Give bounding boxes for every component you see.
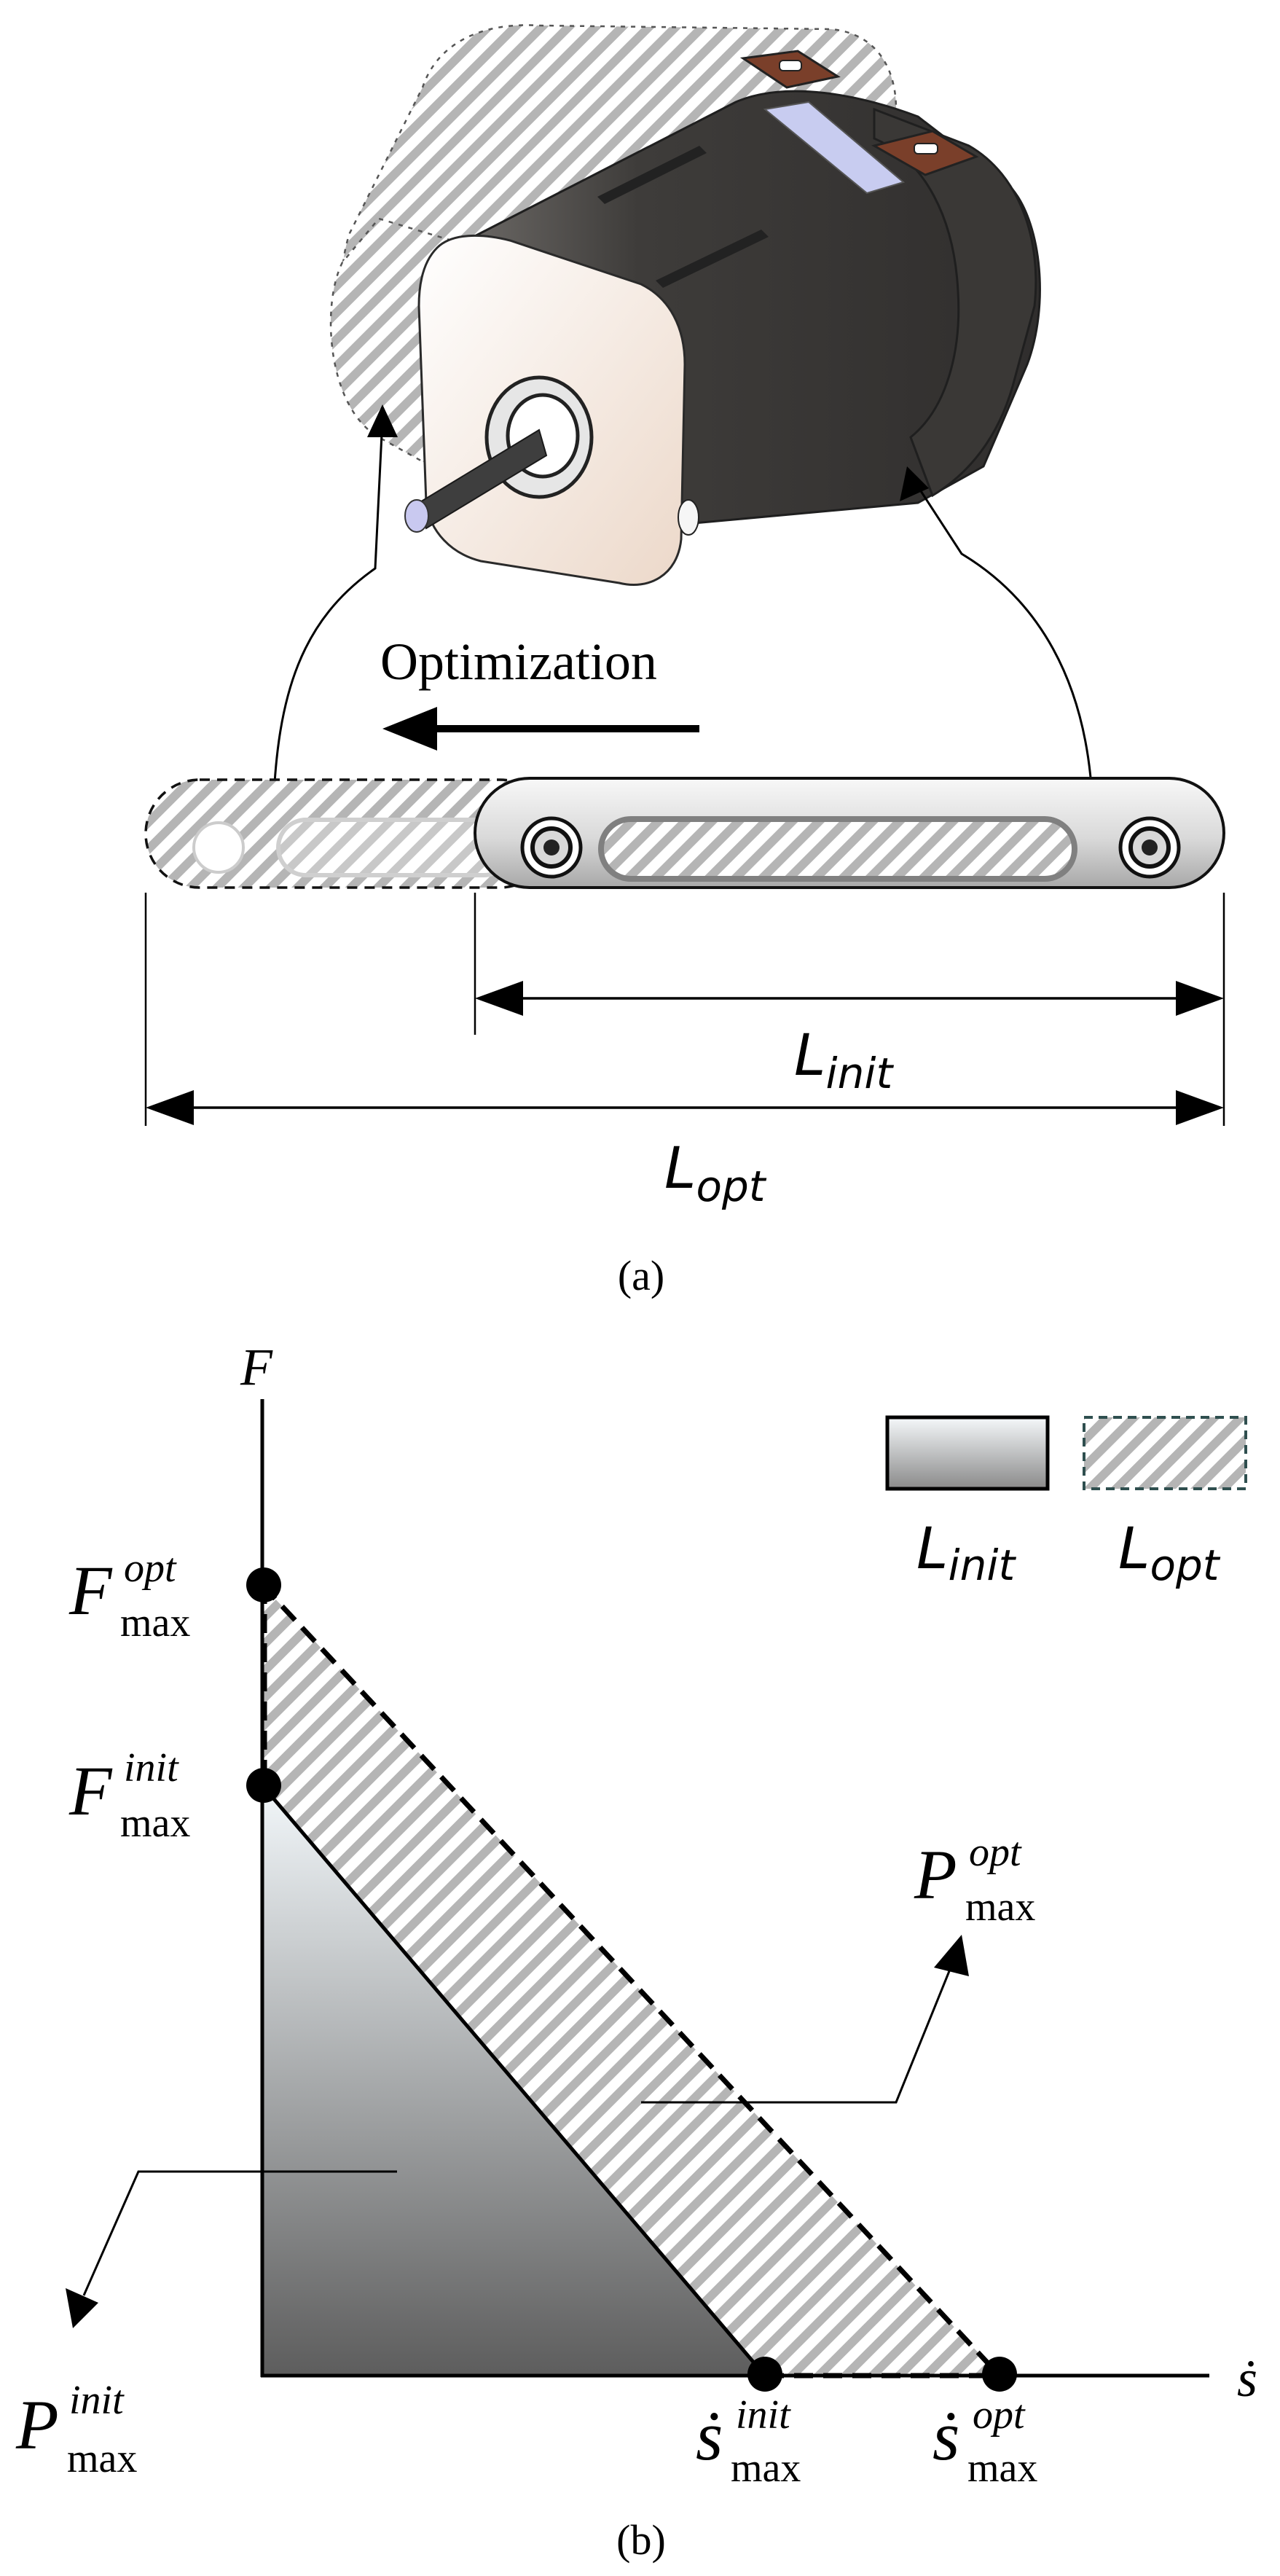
point-f-max-opt [246,1567,281,1602]
region-opt-boundary [260,1583,1002,2378]
leader-p-max-opt-arrowhead [934,1935,969,1976]
region-init-boundary [261,1784,766,2377]
connector-opt-curve [272,418,384,813]
dc-motor-illustration [329,24,1041,586]
motor-shaft-tip [404,499,429,533]
point-f-max-init [246,1768,281,1803]
f-axis-label: F [240,1338,273,1396]
label-f-max-opt-sup: opt [124,1546,177,1591]
label-s-max-opt: ṡ [932,2397,959,2475]
label-s-max-init-sup: init [736,2392,791,2438]
point-s-max-init [747,2357,782,2392]
s-axis-label: ṡ [1237,2349,1257,2408]
panel-b-caption: (b) [616,2516,666,2564]
connector-opt-arrowhead [367,404,398,437]
connector-init-curve [913,480,1094,813]
panel-b: F ṡ F opt max F init max P opt max P ini… [15,1338,1257,2564]
motor-endcap [873,107,1037,498]
point-s-max-opt [982,2357,1017,2392]
legend: Linit Lopt [885,1415,1247,1590]
label-p-max-opt: P [914,1836,957,1914]
panel-a-caption: (a) [618,1252,664,1299]
motor-slot-2 [656,230,769,288]
dimension-l-init-arrow-right [1176,981,1224,1016]
dimension-l-opt-arrow-right [1176,1090,1224,1125]
label-p-max-opt-sub: max [965,1884,1035,1930]
leader-p-max-init-arrowhead [66,2288,98,2328]
link-init-pivot-left-core [543,839,559,856]
label-s-max-opt-sup: opt [973,2392,1026,2438]
label-p-max-init-sup: init [69,2378,125,2423]
motor-shaft [417,428,548,530]
motor-terminal-light-strip [763,101,906,195]
label-p-max-opt-sup: opt [969,1830,1022,1875]
label-f-max-init-sub: max [120,1801,190,1846]
legend-swatch-opt [1083,1416,1247,1490]
link-opt-hole [192,821,245,874]
leader-p-max-init [82,2170,397,2296]
motor-terminal-1-hole [779,60,802,71]
label-s-max-init-sub: max [731,2446,801,2491]
leader-p-max-opt [641,1967,952,2104]
label-f-max-init: F [68,1752,113,1830]
label-s-max-opt-sub: max [967,2446,1037,2491]
panel-a: Optimization Linit Lopt [144,24,1225,1299]
label-s-max-init: ṡ [696,2397,723,2475]
motor-terminal-2-hole [914,143,938,154]
dimension-l-init-label: Linit [794,1023,894,1098]
dimension-l-opt-arrow-left [146,1090,194,1125]
label-f-max-opt-sub: max [120,1600,190,1645]
label-f-max-init-sup: init [124,1745,179,1790]
label-p-max-init: P [15,2386,59,2464]
motor-notch [678,499,699,536]
optimization-label: Optimization [380,633,657,691]
label-f-max-opt: F [68,1551,113,1629]
legend-label-init: Linit [916,1516,1016,1590]
dimension-l-init-arrow-left [475,981,523,1016]
connector-init-arrowhead [900,466,929,501]
legend-swatch-init [885,1415,1050,1491]
link-init-pivot-right-core [1142,839,1158,856]
motor-slot-1 [597,146,707,204]
dimension-l-opt-label: Lopt [664,1136,767,1211]
legend-label-opt: Lopt [1118,1516,1221,1590]
label-p-max-init-sub: max [67,2436,137,2481]
link-init-slot [598,816,1077,882]
optimization-arrowhead [382,707,437,751]
